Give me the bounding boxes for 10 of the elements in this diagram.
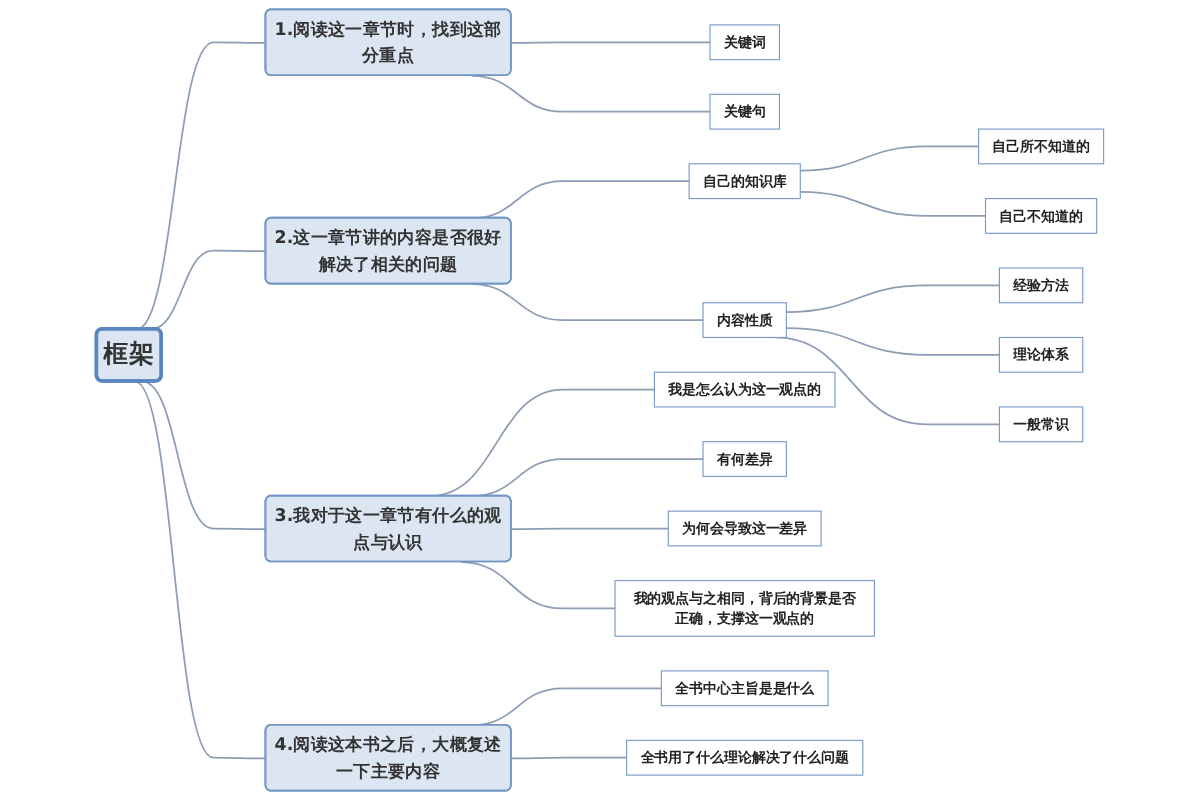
connector xyxy=(510,527,670,530)
connector xyxy=(785,327,1001,356)
connector xyxy=(133,380,267,760)
connector xyxy=(460,561,616,610)
connector xyxy=(510,41,711,44)
connector xyxy=(785,284,1001,313)
connector xyxy=(510,756,628,760)
connector xyxy=(799,190,987,217)
connector xyxy=(141,380,267,530)
connector xyxy=(799,145,980,172)
